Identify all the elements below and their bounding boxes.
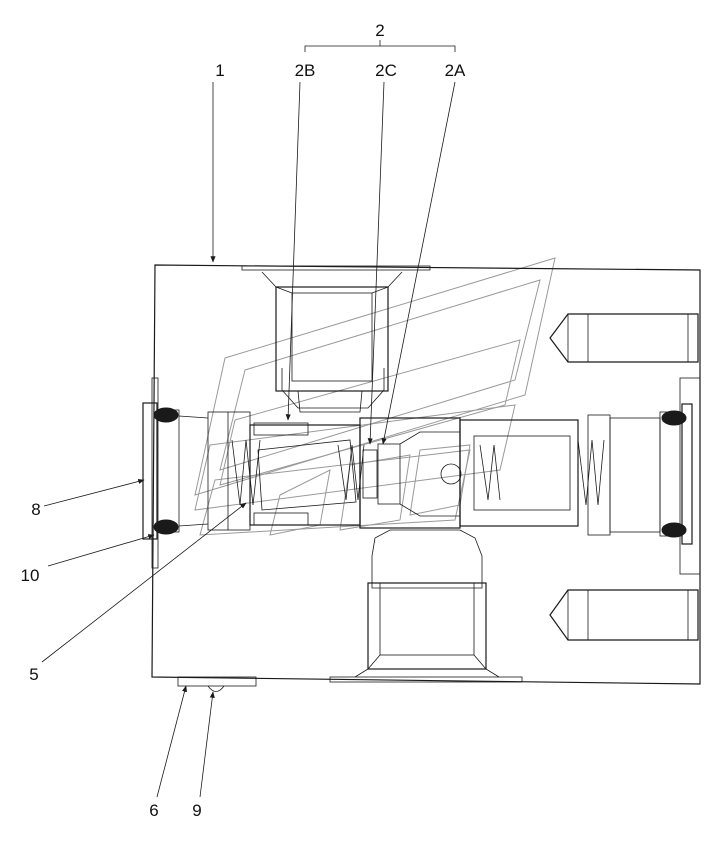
- bottom-check-valve: [354, 529, 500, 678]
- callout-1: 1: [215, 61, 224, 80]
- callout-labels: 2 1 2B 2C 2A 8 10 5 6 9: [21, 21, 467, 820]
- watermark-logo: [194, 257, 556, 536]
- top-check-valve: [261, 271, 403, 413]
- leader-lines: [41, 40, 456, 798]
- callout-2C: 2C: [375, 61, 397, 80]
- callout-10: 10: [21, 566, 40, 585]
- valve-body: [151, 264, 701, 692]
- right-upper-plug: [549, 313, 699, 363]
- callout-2A: 2A: [445, 61, 466, 80]
- callout-8: 8: [31, 500, 40, 519]
- callout-5: 5: [29, 665, 38, 684]
- callout-9: 9: [192, 801, 201, 820]
- right-lower-plug: [549, 589, 699, 641]
- callout-6: 6: [149, 801, 158, 820]
- callout-2: 2: [375, 21, 384, 40]
- spool-bore: [142, 402, 693, 545]
- callout-2B: 2B: [295, 61, 316, 80]
